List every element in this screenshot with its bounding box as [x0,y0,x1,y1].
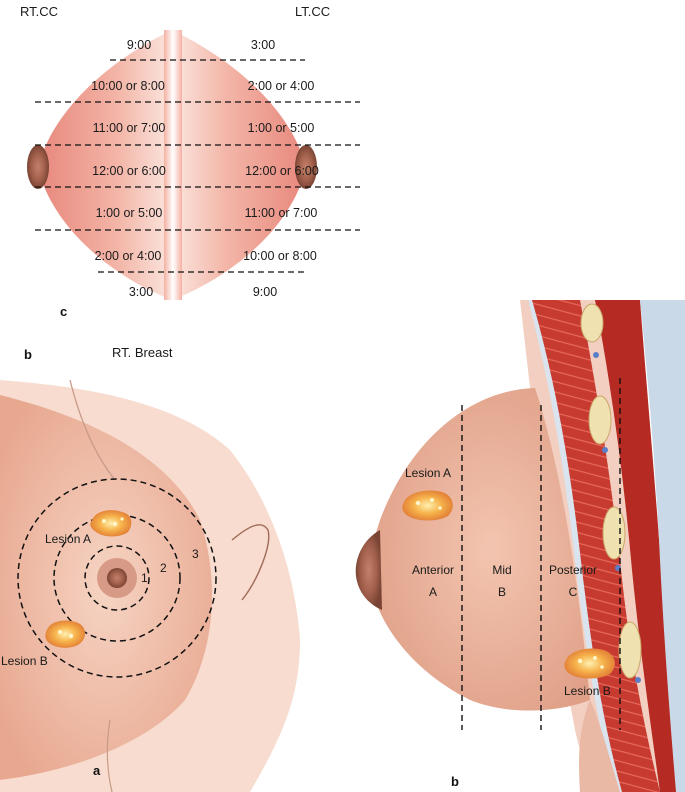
rt-clock-label: 9:00 [127,38,151,52]
lesion-a-icon [90,510,132,537]
zone-ring-1 [84,545,150,611]
inframammary-skin [579,700,620,792]
rt-cc-breast-shape [38,30,172,300]
body-contour-line [106,719,113,792]
lt-clock-label: 1:00 or 5:00 [248,121,315,135]
lt-nipple-icon [295,145,317,189]
pleura-layer [640,300,685,792]
cc-view-panel: RT.CC LT.CC 9:00 10:00 or 8:00 11:00 or … [20,4,360,319]
panel-letter-b: b [24,347,32,362]
rt-nipple-icon [27,145,49,189]
lateral-lesion-b-icon [564,648,615,679]
lesion-a-label: Lesion A [45,532,91,546]
lt-clock-label: 2:00 or 4:00 [248,79,315,93]
lateral-nipple-icon [355,530,382,610]
zone-anterior-label: Anterior [412,563,454,577]
zone-ring-2 [53,514,181,642]
lt-clock-label: 12:00 or 6:00 [245,164,319,178]
zone-anterior-letter: A [429,585,437,599]
rt-clock-label: 11:00 or 7:00 [93,121,166,135]
body-contour-line [69,379,116,481]
zone-posterior-letter: C [569,585,578,599]
intercostal-muscle [595,300,685,792]
lt-clock-label: 10:00 or 8:00 [243,249,317,263]
lesion-b-label: Lesion B [1,654,48,668]
center-divider-strip [164,30,182,300]
panel-label-a: a [93,763,101,778]
zone-mid-label: Mid [492,563,511,577]
axilla-contour-line [231,524,270,601]
rt-clock-label: 2:00 or 4:00 [95,249,162,263]
lateral-breast-panel: Anterior A Mid B Posterior C Lesion A Le… [355,300,685,792]
depth-dividers [461,378,621,730]
ring-number: 2 [160,561,167,575]
lt-clock-label: 9:00 [253,285,277,299]
lateral-lesion-b-label: Lesion B [564,684,611,698]
lesion-b-icon [45,620,86,648]
rt-breast-title: RT. Breast [112,345,173,360]
rt-clock-label: 10:00 or 8:00 [91,79,165,93]
lt-clock-label: 11:00 or 7:00 [245,206,318,220]
cc-dashed-dividers [35,59,360,273]
rt-clock-labels: 9:00 10:00 or 8:00 11:00 or 7:00 12:00 o… [91,38,166,299]
lateral-lesion-a-label: Lesion A [405,466,451,480]
rt-clock-label: 3:00 [129,285,153,299]
zone-posterior-label: Posterior [549,563,597,577]
lateral-breast-shape [369,388,590,711]
lt-cc-breast-shape [172,30,306,300]
ring-number: 1 [141,571,148,585]
lateral-lesion-a-icon [402,490,453,521]
frontal-breast-panel: b RT. Breast 1 2 3 Lesion A [0,345,300,792]
lt-clock-labels: 3:00 2:00 or 4:00 1:00 or 5:00 12:00 or … [243,38,319,299]
ring-number: 3 [192,547,199,561]
header-rt-cc: RT.CC [20,4,58,19]
zone-rings [17,478,217,678]
rt-clock-label: 1:00 or 5:00 [96,206,163,220]
header-lt-cc: LT.CC [295,4,330,19]
fascia-layer [528,300,622,792]
nipple-icon [107,568,127,588]
zone-mid-letter: B [498,585,506,599]
panel-label-b: b [451,774,459,789]
panel-label-c: c [60,304,67,319]
rt-clock-label: 12:00 or 6:00 [92,164,166,178]
zone-ring-3 [17,478,217,678]
lt-clock-label: 3:00 [251,38,275,52]
